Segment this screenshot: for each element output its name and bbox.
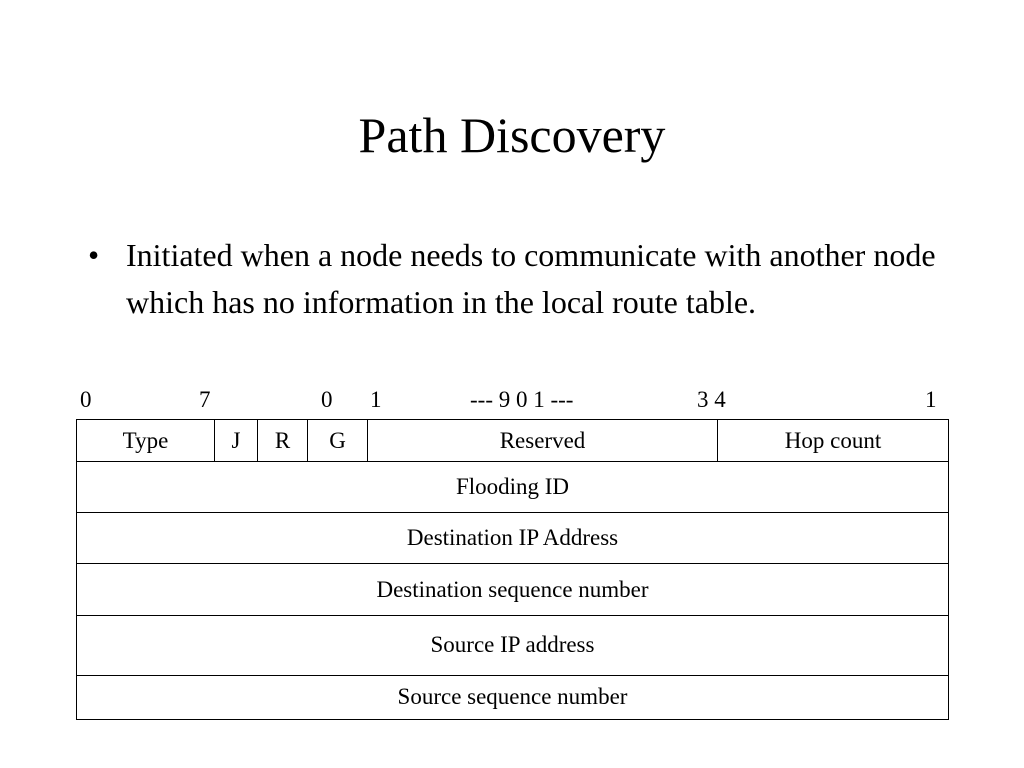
header-field-row: Type J R G Reserved Hop count (76, 418, 949, 463)
bit-label-901: --- 9 0 1 --- (470, 387, 574, 412)
field-j-flag: J (214, 418, 258, 463)
field-source-seq: Source sequence number (76, 674, 949, 721)
field-destination-ip: Destination IP Address (76, 512, 949, 565)
field-source-ip: Source IP address (76, 614, 949, 676)
field-flooding-id: Flooding ID (76, 461, 949, 514)
table-row: Destination sequence number (76, 563, 949, 616)
field-hop-count: Hop count (717, 418, 949, 463)
bullet-dot-icon: • (88, 237, 100, 273)
bullet-text: Initiated when a node needs to communica… (126, 237, 936, 320)
table-row: Source IP address (76, 614, 949, 676)
packet-format-table: Type J R G Reserved Hop count Flooding I… (76, 418, 949, 721)
bullet-item: • Initiated when a node needs to communi… (88, 232, 958, 326)
table-row: Destination IP Address (76, 512, 949, 565)
field-g-flag: G (307, 418, 368, 463)
field-destination-seq: Destination sequence number (76, 563, 949, 616)
field-r-flag: R (257, 418, 308, 463)
table-row: Source sequence number (76, 674, 949, 721)
bit-label-0b: 0 (321, 387, 333, 412)
bit-label-34: 3 4 (697, 387, 726, 412)
bit-label-1: 1 (370, 387, 382, 412)
bit-label-0: 0 (80, 387, 92, 412)
bit-label-7: 7 (199, 387, 211, 412)
bullet-list: • Initiated when a node needs to communi… (88, 232, 958, 326)
field-reserved: Reserved (367, 418, 718, 463)
field-type: Type (76, 418, 215, 463)
table-row: Flooding ID (76, 461, 949, 514)
bit-label-1-end: 1 (925, 387, 937, 412)
slide-title: Path Discovery (358, 107, 666, 163)
